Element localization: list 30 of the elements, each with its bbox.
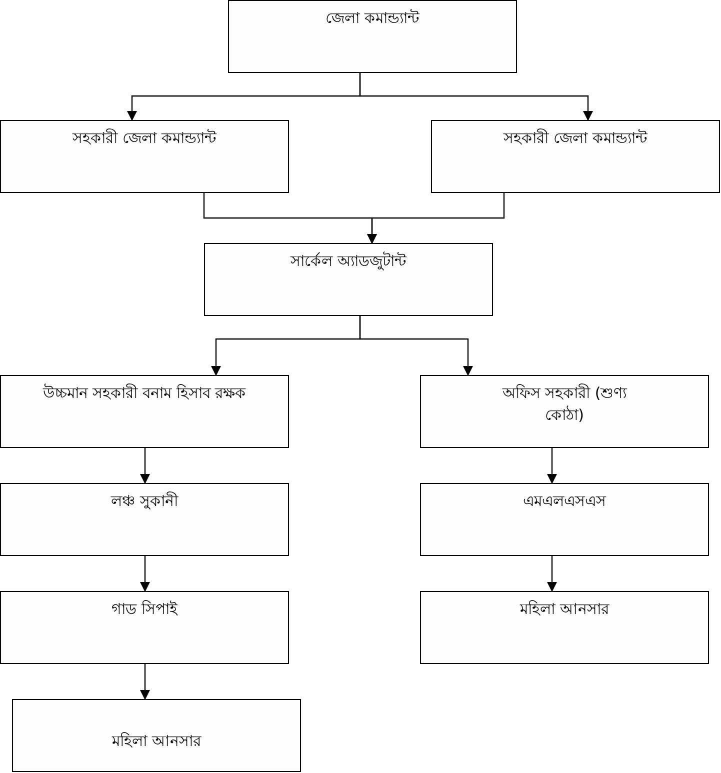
connector-arrow: [140, 664, 150, 700]
position-box: [420, 591, 709, 664]
position-box: [420, 375, 709, 448]
position-title: মহিলা আনসার: [520, 599, 609, 620]
position-box: [12, 699, 301, 772]
position-title: উচ্চমান সহকারী বনাম হিসাব রক্ষক: [42, 382, 246, 404]
position-box: [0, 120, 289, 193]
connector-arrow: [367, 193, 505, 244]
connector-arrow: [359, 73, 593, 121]
position-title: জেলা কমান্ড্যান্ট: [326, 8, 420, 29]
connector-arrow: [547, 448, 557, 484]
connector-arrow: [140, 556, 150, 592]
position-box: [431, 120, 720, 193]
connector-arrow: [359, 316, 473, 376]
connector-arrow: [140, 448, 150, 484]
position-title: সহকারী জেলা কমান্ড্যান্ট: [72, 128, 216, 149]
position-box: [420, 483, 709, 556]
position-title: এমএলএসএস: [523, 491, 606, 512]
position-box: [228, 0, 517, 73]
position-box: [204, 243, 493, 316]
position-box: [0, 483, 289, 556]
position-title: সার্কেল অ্যাডজুটান্ট: [290, 250, 406, 272]
position-box: [0, 591, 289, 664]
connector-arrow: [547, 556, 557, 592]
position-box: [0, 375, 289, 448]
position-title: মহিলা আনসার: [112, 731, 201, 752]
position-title: অফিস সহকারী (শুণ্য কোঠা): [501, 382, 628, 426]
position-title: লঞ্চ সুকানী: [111, 490, 178, 512]
position-title: গাড সিপাই: [112, 599, 178, 620]
position-title: সহকারী জেলা কমান্ড্যান্ট: [504, 128, 648, 149]
